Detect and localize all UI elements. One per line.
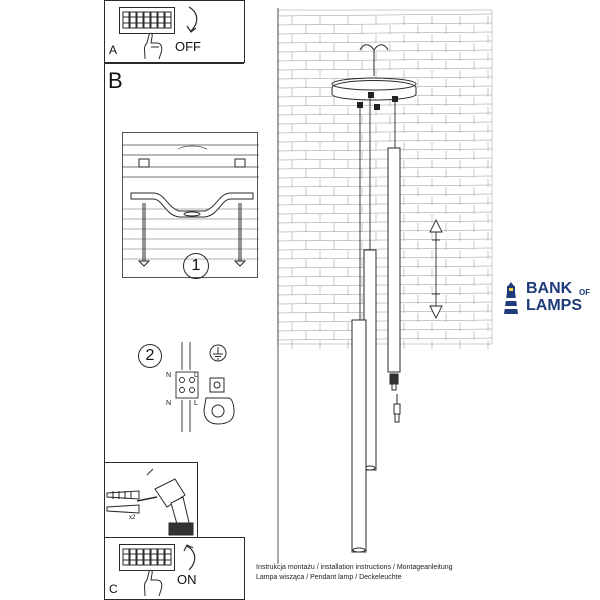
neutral-label-top: N — [166, 372, 172, 379]
mounting-bracket — [130, 192, 254, 218]
step-a-switch-label: OFF — [175, 39, 201, 54]
pendant-lamp-illustration — [277, 8, 493, 564]
arrow-icon — [183, 544, 196, 571]
live-label-bottom: L — [194, 400, 198, 407]
step-b-number-1: 1 — [183, 253, 209, 279]
step-a-panel: A OFF — [104, 0, 245, 63]
brand-word-of: OF — [579, 288, 591, 297]
hand-icon — [144, 569, 163, 597]
step-a-letter: A — [109, 43, 118, 57]
sheet-top-rule — [104, 63, 244, 64]
brand-word-1: BANK — [526, 280, 573, 297]
step-b-number-2: 2 — [138, 344, 162, 368]
hand-icon — [144, 32, 163, 60]
drill-quantity: x2 — [129, 515, 136, 521]
wire-connector-icon — [175, 342, 199, 432]
step-c-switch-label: ON — [177, 572, 197, 587]
lamp-tube-right — [387, 147, 401, 373]
step-c-letter: C — [109, 582, 118, 596]
bulb-socket-icon — [389, 373, 401, 423]
wall-plug-icon — [138, 158, 246, 168]
drill-panel: x2 — [104, 462, 198, 538]
ceiling-section — [123, 144, 259, 267]
sheet-left-rule — [104, 0, 105, 600]
drill-icon — [136, 468, 194, 536]
neutral-label-bottom: N — [166, 400, 172, 407]
step-c-panel: C ON — [104, 537, 245, 600]
ground-terminal-icon — [203, 377, 235, 425]
caption-line-2: Lampa wisząca / Pendant lamp / Deckeleuc… — [256, 574, 402, 581]
fuse-box-icon — [119, 7, 175, 34]
wall-plug-icon — [106, 490, 140, 514]
brand-word-2: LAMPS — [526, 297, 582, 314]
ground-symbol-icon — [209, 344, 227, 362]
caption-line-1: Instrukcja montażu / installation instru… — [256, 564, 453, 571]
height-adjust-arrow-icon — [429, 218, 443, 320]
lighthouse-icon — [504, 282, 518, 314]
ceiling-hook — [359, 44, 389, 51]
arrow-icon — [186, 6, 198, 33]
fuse-box-icon — [119, 544, 175, 571]
screw-icon — [137, 203, 247, 267]
step-b-letter: B — [108, 68, 123, 93]
lamp-tube-left — [351, 319, 367, 553]
live-label-top: L — [194, 372, 198, 379]
